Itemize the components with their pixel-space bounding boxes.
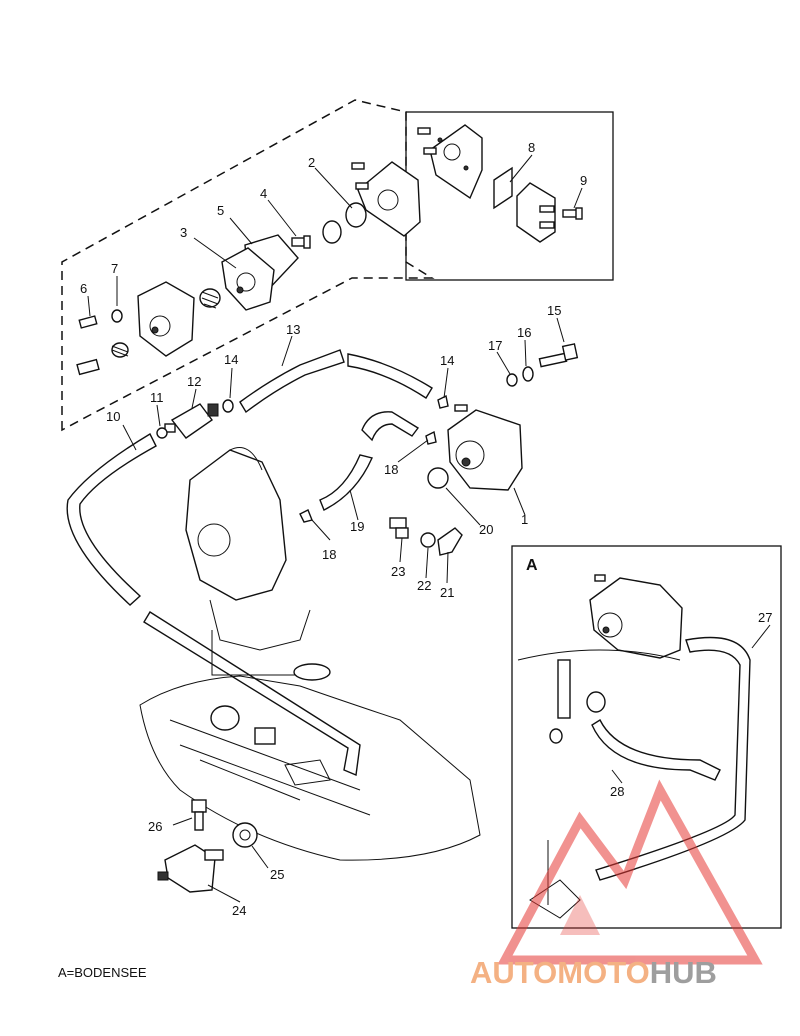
screw-part-4: [291, 235, 311, 249]
part-label-12: 12: [187, 374, 201, 389]
gasket-part-8: [493, 166, 513, 210]
detail-a-box: [511, 545, 782, 929]
bushing-part-25: [232, 822, 258, 848]
hose-part-10b: [143, 611, 361, 776]
part-label-22: 22: [417, 578, 431, 593]
clip-part-14-left: [222, 399, 234, 413]
part-label-24: 24: [232, 903, 246, 918]
hose-part-13b: [347, 353, 433, 399]
hose-part-27: [595, 636, 751, 881]
part-label-3: 3: [180, 225, 187, 240]
part-label-1: 1: [521, 512, 528, 527]
spring: [199, 288, 221, 309]
clip-part-11: [156, 427, 168, 439]
clip-part-14-right: [437, 394, 449, 409]
part-label-18-right: 18: [384, 462, 398, 477]
part-label-27: 27: [758, 610, 772, 625]
carburetor: [185, 447, 331, 681]
check-valve-part-9: [516, 182, 556, 243]
detail-a-label: A: [526, 557, 538, 574]
bolt-part-15: [538, 343, 579, 368]
part-label-13: 13: [286, 322, 300, 337]
part-label-7: 7: [111, 261, 118, 276]
plate: [322, 220, 342, 244]
part-label-6: 6: [80, 281, 87, 296]
part-label-11: 11: [150, 390, 164, 405]
part-label-21: 21: [440, 585, 454, 600]
hose-part-28: [591, 718, 721, 781]
washer-part-17: [506, 373, 518, 387]
part-label-20: 20: [479, 522, 493, 537]
watermark-logo-icon: [497, 779, 763, 965]
washer-part-22: [420, 532, 436, 548]
pump-base: [137, 281, 195, 357]
part-label-17: 17: [488, 338, 502, 353]
part-label-18-left: 18: [322, 547, 336, 562]
detail-a-pump: [589, 574, 683, 659]
switch-part-24: [157, 844, 224, 893]
part-label-10: 10: [106, 409, 120, 424]
part-label-16: 16: [517, 325, 531, 340]
part-label-8: 8: [528, 140, 535, 155]
part-label-23: 23: [391, 564, 405, 579]
hose-part-19: [319, 454, 373, 511]
part-label-14-left: 14: [224, 352, 238, 367]
part-label-26: 26: [148, 819, 162, 834]
part-label-5: 5: [217, 203, 224, 218]
detail-a-engine: [517, 649, 681, 919]
fuel-filter-part-12: [164, 403, 219, 439]
check-fitting: [76, 358, 100, 376]
o-ring-part-20: [427, 467, 449, 489]
footnote: A=BODENSEE: [58, 965, 147, 980]
washer-part-7: [111, 309, 123, 323]
pump-body-part-2: [351, 161, 421, 237]
hose-part-13: [239, 349, 345, 414]
clip-part-18-right: [425, 430, 437, 445]
part-numbers: 2 4 5 3 7 6 8 9 13 15 16 17 14 14 12 11 …: [80, 140, 772, 918]
washer-part-16: [522, 366, 534, 382]
hose-part-19b: [361, 411, 420, 442]
watermark-text-part1: AUTOMOTO: [470, 955, 650, 990]
pump-cover-part-8: [417, 124, 483, 200]
pump-chamber-part-3: [221, 247, 275, 311]
part-label-28: 28: [610, 784, 624, 799]
fuel-pump-part-1: [447, 404, 523, 491]
watermark-text: AUTOMOTOHUB: [470, 955, 717, 990]
hose-part-10: [66, 433, 157, 606]
diaphragm-part-2: [345, 202, 367, 228]
part-label-2: 2: [308, 155, 315, 170]
screw-part-6: [78, 315, 98, 329]
part-label-25: 25: [270, 867, 284, 882]
part-label-19: 19: [350, 519, 364, 534]
screw-part-23: [389, 517, 409, 539]
small-spring: [111, 342, 129, 358]
clamp-part-21: [437, 527, 463, 556]
bolt-part-26: [191, 799, 207, 831]
screw-part-9: [562, 207, 583, 220]
part-label-4: 4: [260, 186, 267, 201]
part-label-9: 9: [580, 173, 587, 188]
clip-part-18-left: [299, 509, 313, 523]
part-label-14-right: 14: [440, 353, 454, 368]
engine-block: [139, 675, 481, 861]
leader-lines: [87, 154, 771, 903]
svg-text:AUTOMOTOHUB: AUTOMOTOHUB: [470, 955, 717, 990]
watermark-text-part2: HUB: [650, 955, 717, 990]
part-label-15: 15: [547, 303, 561, 318]
